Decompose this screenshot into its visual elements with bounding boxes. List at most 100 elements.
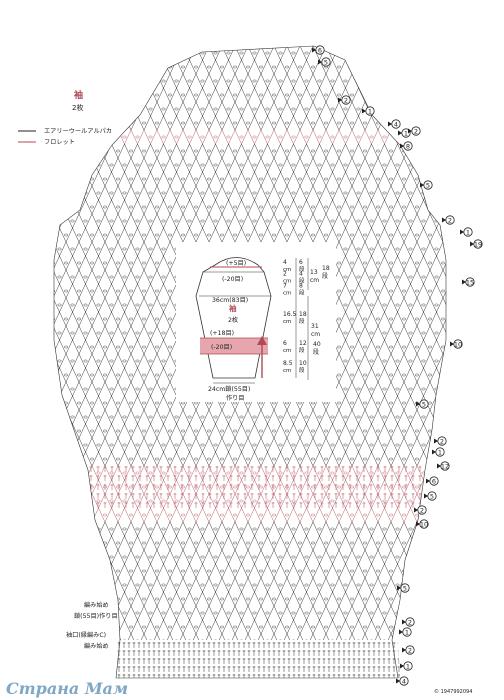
dimension-cm: 4	[283, 259, 287, 266]
stitch-row	[54, 171, 446, 187]
marker-number: 1	[368, 107, 372, 115]
marker-arrow-icon	[399, 629, 403, 635]
cuff-stitch-row	[116, 650, 400, 656]
sleeve-outline	[53, 45, 447, 679]
dimension-cm-unit: cm	[283, 319, 291, 325]
row-marker: 2	[338, 95, 351, 105]
row-marker: 6	[426, 476, 439, 486]
marker-arrow-icon	[338, 97, 342, 103]
marker-circle	[429, 476, 439, 486]
cuff-stitch-row	[116, 642, 400, 648]
marker-arrow-icon	[450, 341, 454, 347]
marker-number: 2	[408, 618, 412, 626]
dimension-rows: 10	[299, 360, 307, 367]
marker-circle	[399, 676, 409, 686]
chain-stitch-row	[54, 79, 446, 83]
marker-number: 1	[406, 662, 410, 670]
marker-number: 5	[324, 58, 328, 66]
dimension-cm: 2	[283, 271, 287, 278]
row-marker: 1	[460, 227, 473, 237]
marker-circle	[365, 106, 375, 116]
stitch-row	[54, 437, 446, 453]
total-main-rows: 40	[313, 341, 321, 348]
schematic-band-decrease: (-20目)	[211, 344, 232, 351]
marker-circle	[435, 447, 445, 457]
stitch-row	[54, 465, 446, 481]
marker-arrow-icon	[470, 241, 474, 247]
marker-number: 12	[441, 462, 449, 470]
total-top-cm: 13	[310, 269, 318, 276]
marker-circle	[403, 141, 413, 151]
row-marker: 1	[399, 627, 412, 637]
chain-stitch-row	[54, 135, 446, 139]
row-marker: 5	[420, 180, 433, 190]
total-main-cm: 31	[311, 323, 319, 330]
stitch-row	[54, 521, 446, 537]
marker-circle	[321, 57, 331, 67]
chain-stitch-row	[54, 219, 446, 223]
marker-circle	[411, 126, 421, 136]
schematic-top-increase: (+5目)	[226, 260, 246, 267]
legend-label-main: エアリーウールアルパカ	[44, 127, 112, 135]
stitch-row	[54, 409, 446, 425]
total-main-rows-unit: 段	[313, 348, 319, 356]
chain-stitch-row	[54, 597, 446, 601]
dimension-cm-unit: cm	[283, 291, 291, 297]
marker-number: 2	[344, 96, 348, 104]
marker-circle	[341, 95, 351, 105]
marker-arrow-icon	[388, 121, 392, 127]
marker-circle	[427, 491, 437, 501]
dimension-cm: 6	[283, 340, 287, 347]
chain-stitch-row	[54, 555, 446, 559]
marker-number: 10	[420, 520, 428, 528]
marker-number: 5	[426, 181, 430, 189]
marker-circle	[463, 227, 473, 237]
row-marker: 12	[437, 461, 450, 471]
dimension-cm-unit: cm	[283, 348, 291, 354]
chain-stitch-row	[54, 443, 446, 447]
cuff-note-1: 袖口(縁編みC)	[66, 631, 106, 639]
marker-arrow-icon	[442, 217, 446, 223]
row-marker: 2	[402, 617, 415, 627]
start-note-1: 編み始め	[84, 601, 109, 609]
total-top-rows: 18	[322, 265, 330, 272]
stitch-row	[54, 59, 446, 75]
total-top-rows-unit: 段	[322, 272, 328, 280]
marker-arrow-icon	[312, 47, 316, 53]
watermark: Страна Мам	[6, 679, 128, 698]
marker-number: 8	[406, 142, 410, 150]
marker-number: 2	[408, 646, 412, 654]
marker-circle	[419, 399, 429, 409]
row-marker: 1	[362, 106, 375, 116]
dimension-rows-unit: 段	[299, 346, 305, 354]
marker-circle	[440, 461, 450, 471]
marker-arrow-icon	[400, 143, 404, 149]
marker-arrow-icon	[416, 401, 420, 407]
chain-stitch-row	[54, 233, 446, 237]
stitch-row	[54, 73, 446, 89]
row-marker: 15	[462, 277, 475, 287]
marker-number: 1	[466, 228, 470, 236]
marker-circle	[437, 436, 447, 446]
schematic-bottom-sub: 作り目	[226, 394, 245, 402]
marker-number: 19	[474, 240, 482, 248]
dimension-cm-unit: cm	[283, 267, 291, 273]
marker-arrow-icon	[462, 279, 466, 285]
marker-number: 10	[454, 340, 462, 348]
row-marker: 5	[416, 399, 429, 409]
marker-arrow-icon	[396, 678, 400, 684]
chain-stitch-row	[54, 107, 446, 111]
dimension-rows-unit: 段	[299, 289, 305, 297]
marker-circle	[405, 617, 415, 627]
marker-arrow-icon	[398, 130, 402, 136]
stitch-row	[54, 479, 446, 495]
marker-arrow-icon	[416, 521, 420, 527]
legend-label-accent: フロレット	[44, 139, 75, 146]
schematic-cap-decrease: (-20目)	[222, 276, 243, 283]
dimension-rows: 6	[299, 259, 303, 266]
cuff-stitch-row	[116, 666, 400, 672]
stitch-row	[54, 535, 446, 551]
dimension-rows-unit: 段	[299, 277, 305, 285]
